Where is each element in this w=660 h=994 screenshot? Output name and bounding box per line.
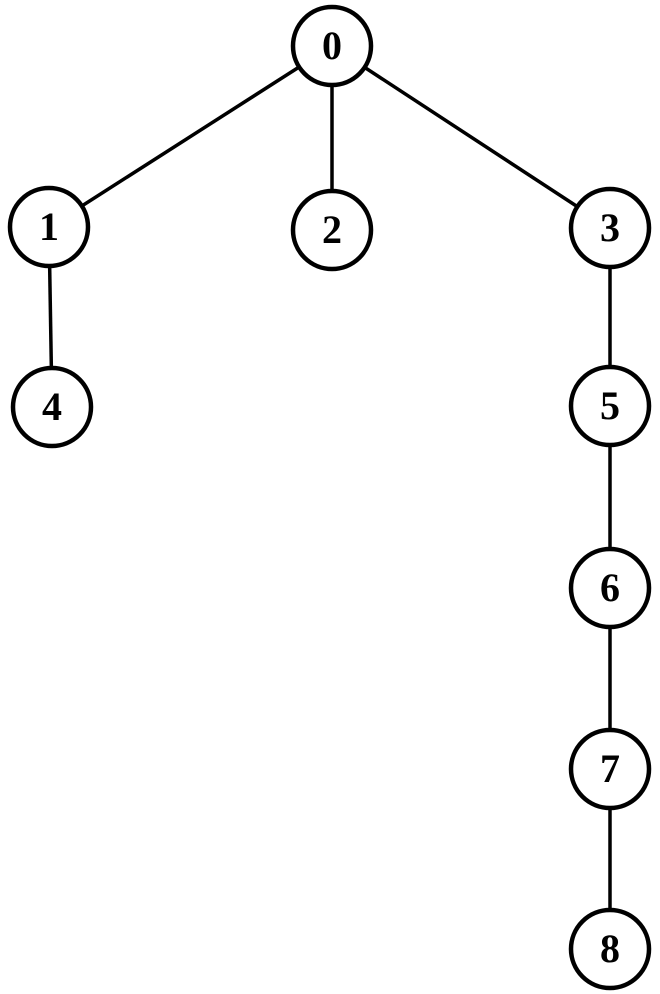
node-4: 4 <box>10 365 94 449</box>
node-6: 6 <box>568 546 652 630</box>
node-5-circle <box>568 364 652 448</box>
node-8-label: 8 <box>600 926 620 971</box>
node-2-label: 2 <box>322 207 342 252</box>
node-0-label: 0 <box>322 23 342 68</box>
node-8-circle <box>568 907 652 991</box>
node-0: 0 <box>290 4 374 88</box>
node-3: 3 <box>568 186 652 270</box>
edge-0-3 <box>331 44 611 230</box>
node-7-circle <box>568 727 652 811</box>
node-2: 2 <box>290 188 374 272</box>
node-4-circle <box>10 365 94 449</box>
node-7-label: 7 <box>600 746 620 791</box>
node-4-label: 4 <box>42 384 62 429</box>
node-5-label: 5 <box>600 383 620 428</box>
node-1-label: 1 <box>39 204 59 249</box>
node-6-circle <box>568 546 652 630</box>
node-7: 7 <box>568 727 652 811</box>
node-1-circle <box>7 185 91 269</box>
node-2-circle <box>290 188 374 272</box>
node-5: 5 <box>568 364 652 448</box>
node-8: 8 <box>568 907 652 991</box>
node-1: 1 <box>7 185 91 269</box>
node-3-label: 3 <box>600 205 620 250</box>
node-6-label: 6 <box>600 565 620 610</box>
edge-0-1 <box>48 44 333 229</box>
node-0-circle <box>290 4 374 88</box>
node-3-circle <box>568 186 652 270</box>
